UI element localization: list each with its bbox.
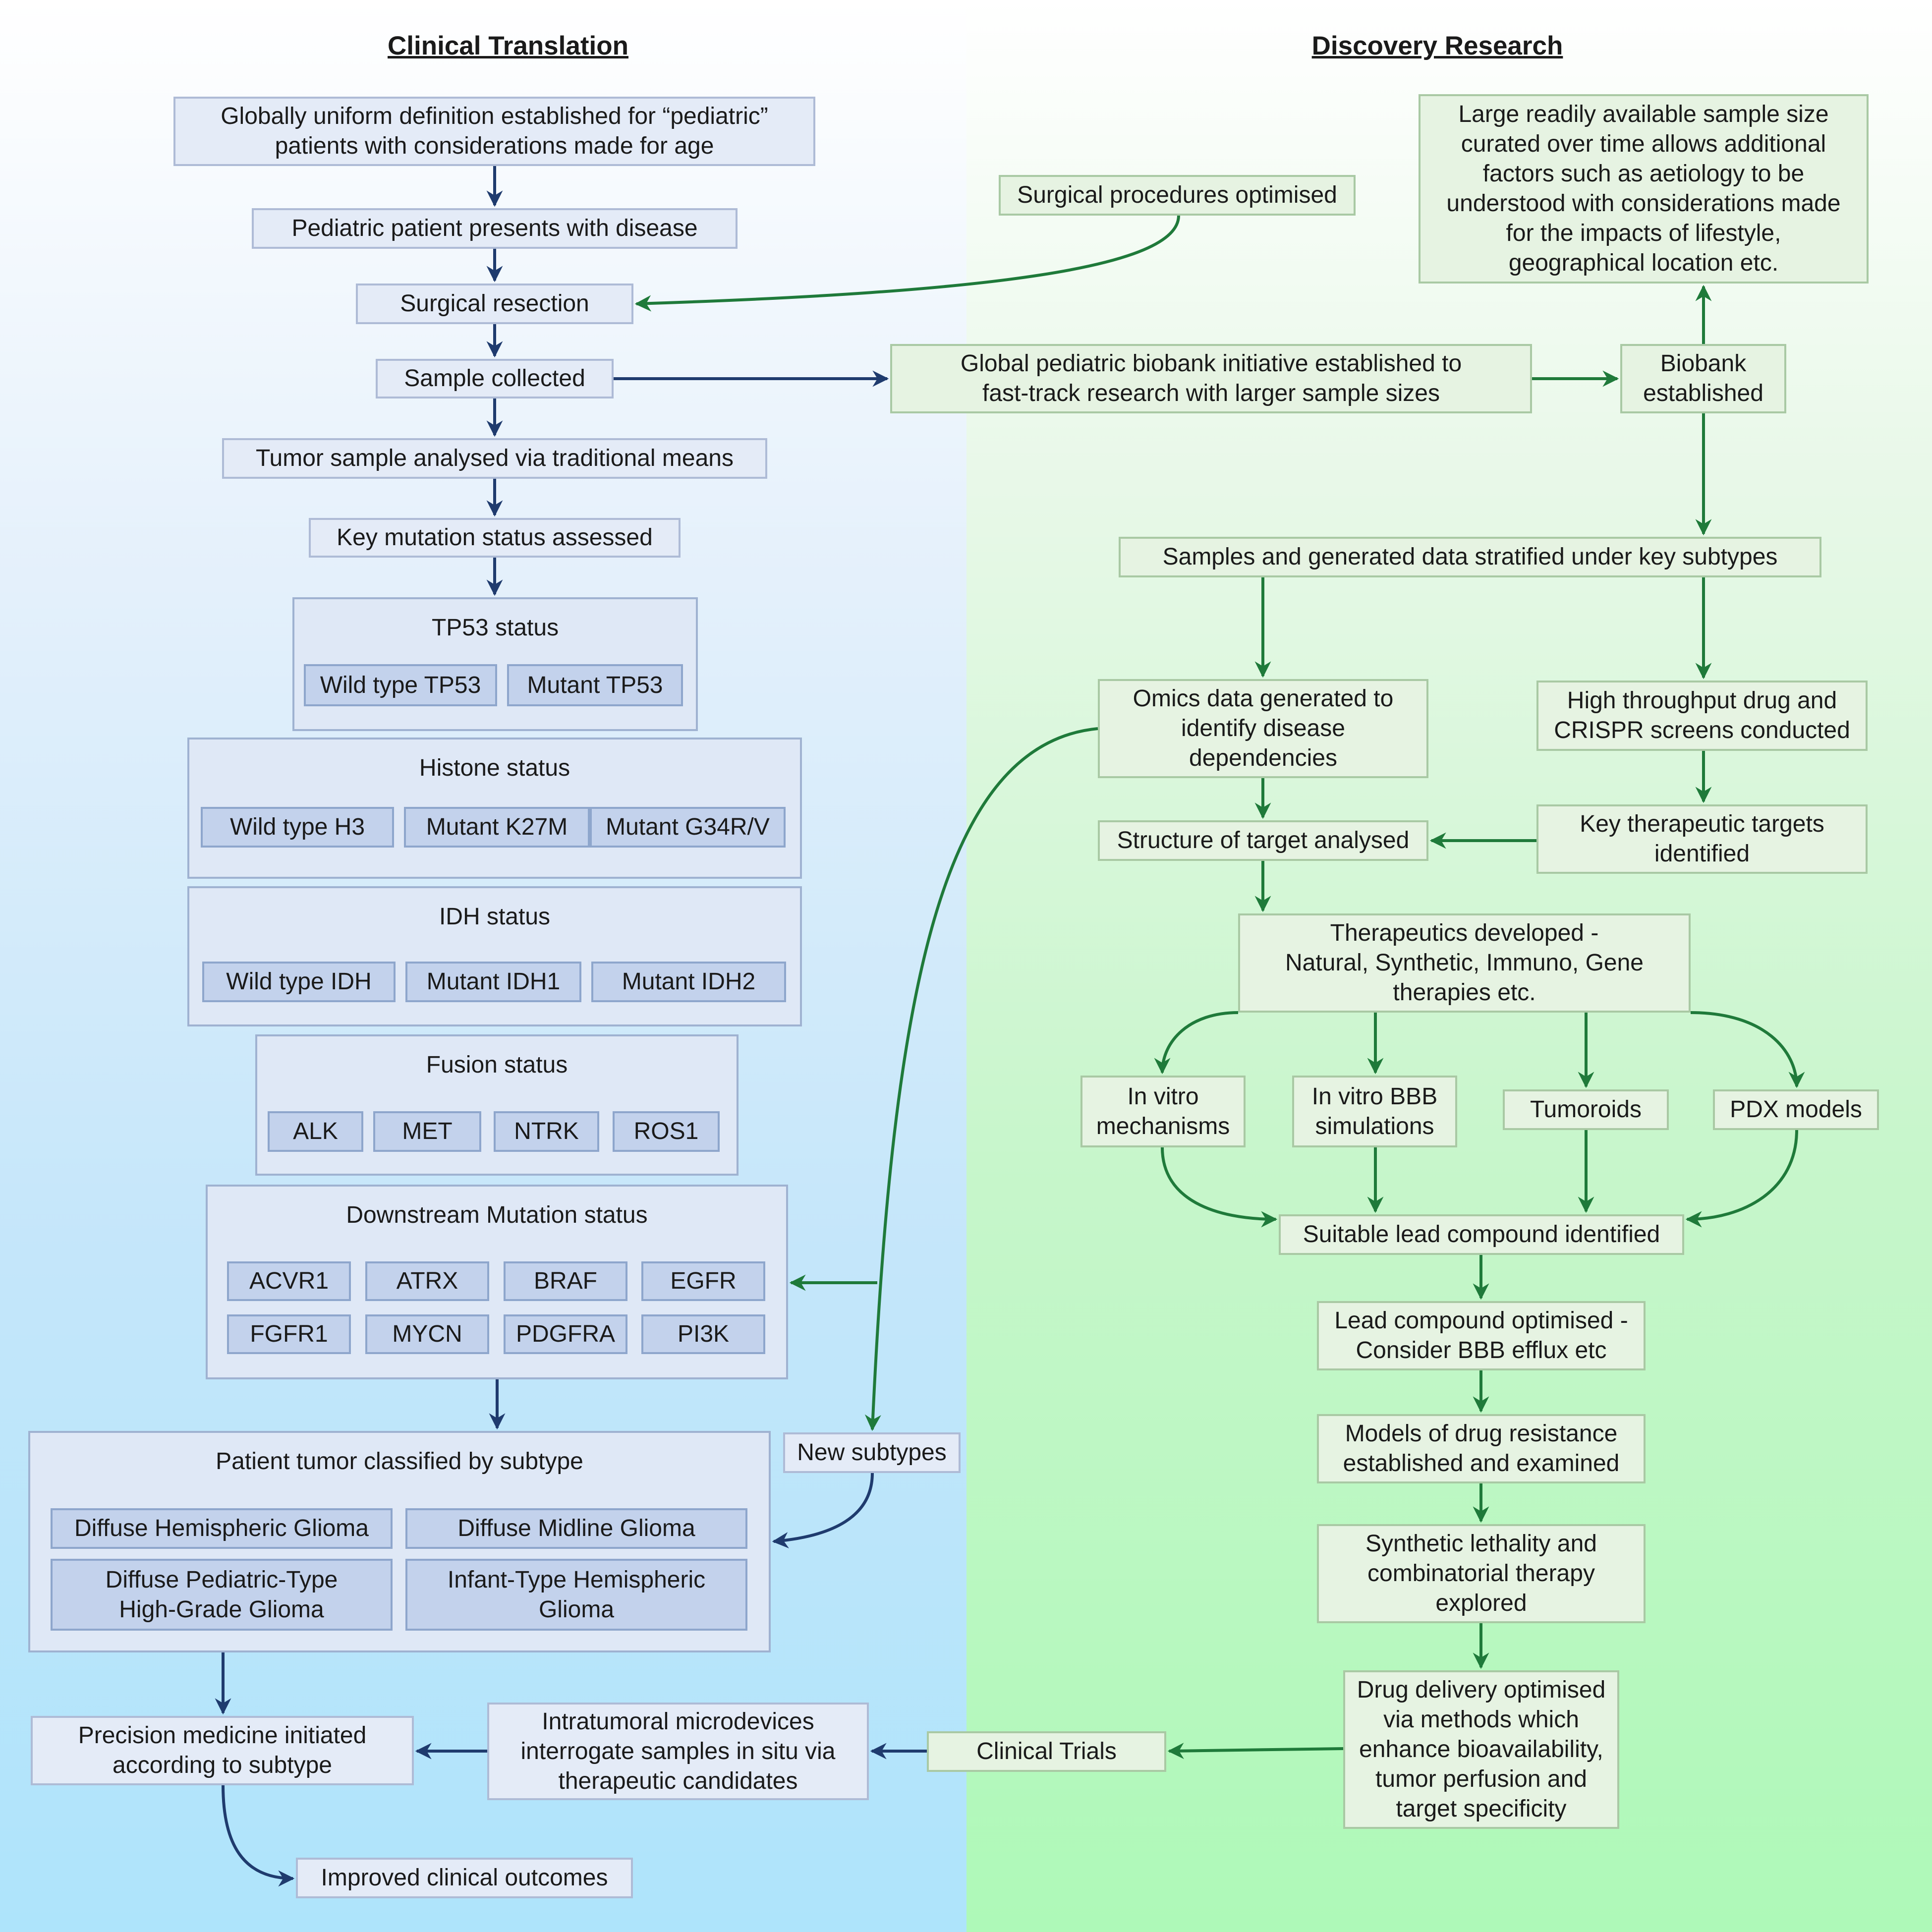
histone-chip: Mutant G34R/V (590, 807, 786, 848)
subtype-chip: Diffuse Hemispheric Glioma (51, 1508, 393, 1549)
sample-collected-box: Sample collected (376, 359, 614, 398)
subtype-chip: Diffuse Pediatric-Type High-Grade Glioma (51, 1559, 393, 1631)
in-vitro-bbb-box: In vitro BBB simulations (1292, 1076, 1457, 1147)
global-biobank-initiative-box: Global pediatric biobank initiative esta… (890, 344, 1532, 413)
downstream-chip: FGFR1 (227, 1314, 351, 1354)
downstream-chip: PDGFRA (504, 1314, 627, 1354)
downstream-chip: MYCN (365, 1314, 489, 1354)
downstream-chip: ATRX (365, 1261, 489, 1301)
in-vitro-mechanisms-box: In vitro mechanisms (1080, 1076, 1246, 1147)
drug-delivery-box: Drug delivery optimised via methods whic… (1343, 1670, 1619, 1829)
structure-analysed-box: Structure of target analysed (1098, 820, 1428, 861)
arrow-omics-to-downstream (864, 727, 1098, 1431)
surgical-resection-box: Surgical resection (356, 284, 633, 324)
key-targets-box: Key therapeutic targets identified (1536, 804, 1868, 874)
lead-compound-identified-box: Suitable lead compound identified (1279, 1214, 1684, 1255)
downstream-chip: EGFR (641, 1261, 765, 1301)
improved-outcomes-box: Improved clinical outcomes (296, 1858, 633, 1898)
arrow-therapeutics-to-pdx (1690, 1011, 1805, 1088)
arrow-newsubtypes-to-classified (772, 1473, 874, 1548)
fusion-chip: NTRK (494, 1111, 599, 1152)
arrow-precision-to-outcomes (222, 1785, 295, 1887)
histone-chip: Mutant K27M (404, 807, 590, 848)
tumoroids-box: Tumoroids (1503, 1089, 1669, 1130)
fusion-chip: ALK (268, 1111, 363, 1152)
idh-chip: Mutant IDH1 (405, 962, 581, 1002)
arrow-pdx-to-lead (1685, 1130, 1798, 1228)
idh-status-group: IDH status (187, 886, 802, 1026)
omics-data-box: Omics data generated to identify disease… (1098, 679, 1428, 778)
idh-chip: Wild type IDH (202, 962, 396, 1002)
subtype-chip: Infant-Type Hemispheric Glioma (405, 1559, 747, 1631)
tp53-chip: Wild type TP53 (304, 664, 497, 706)
downstream-chip: PI3K (641, 1314, 765, 1354)
clinical-translation-header: Clinical Translation (388, 31, 628, 60)
arrow-surgical-opt-to-resection (634, 215, 1180, 312)
arrow-delivery-to-trials (1167, 1743, 1344, 1760)
drug-resistance-box: Models of drug resistance established an… (1317, 1414, 1646, 1483)
fusion-chip: MET (373, 1111, 481, 1152)
pdx-models-box: PDX models (1713, 1089, 1879, 1130)
therapeutics-developed-box: Therapeutics developed - Natural, Synthe… (1238, 913, 1691, 1013)
synthetic-lethality-box: Synthetic lethality and combinatorial th… (1317, 1524, 1646, 1623)
discovery-research-header: Discovery Research (1311, 31, 1563, 60)
arrow-therapeutics-to-invitro (1154, 1011, 1239, 1075)
tp53-chip: Mutant TP53 (507, 664, 683, 706)
large-sample-size-box: Large readily available sample size cura… (1419, 94, 1869, 284)
biobank-established-box: Biobank established (1620, 344, 1786, 413)
pediatric-definition-box: Globally uniform definition established … (173, 97, 815, 166)
microdevices-box: Intratumoral microdevices interrogate sa… (487, 1703, 869, 1800)
precision-medicine-box: Precision medicine initiated according t… (31, 1716, 414, 1785)
idh-chip: Mutant IDH2 (591, 962, 786, 1002)
samples-stratified-box: Samples and generated data stratified un… (1119, 537, 1821, 577)
arrow-invitro-to-lead (1161, 1147, 1278, 1228)
histone-chip: Wild type H3 (201, 807, 394, 848)
traditional-analysis-box: Tumor sample analysed via traditional me… (222, 438, 767, 479)
clinical-trials-box: Clinical Trials (927, 1731, 1166, 1772)
downstream-chip: BRAF (504, 1261, 627, 1301)
subtype-chip: Diffuse Midline Glioma (405, 1508, 747, 1549)
new-subtypes-box: New subtypes (783, 1432, 961, 1473)
key-mutation-status-box: Key mutation status assessed (309, 518, 681, 558)
fusion-status-group: Fusion status (255, 1034, 739, 1176)
surgical-procedures-optimised-box: Surgical procedures optimised (999, 175, 1356, 216)
lead-compound-optimised-box: Lead compound optimised - Consider BBB e… (1317, 1301, 1646, 1370)
downstream-chip: ACVR1 (227, 1261, 351, 1301)
patient-presents-box: Pediatric patient presents with disease (252, 208, 738, 249)
high-throughput-screens-box: High throughput drug and CRISPR screens … (1536, 681, 1868, 751)
fusion-chip: ROS1 (613, 1111, 720, 1152)
